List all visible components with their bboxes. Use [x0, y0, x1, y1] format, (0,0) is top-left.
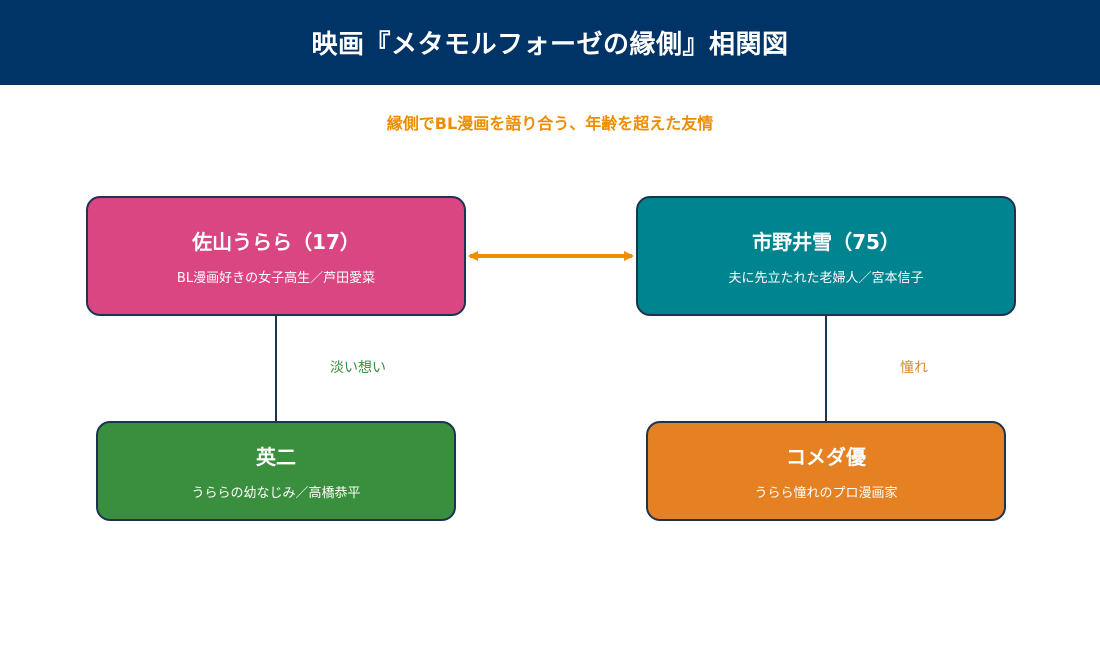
node-urara-desc: BL漫画好きの女子高生／芦田愛菜 [176, 271, 376, 286]
header-bar: 映画『メタモルフォーゼの縁側』相関図 [0, 0, 1100, 85]
node-yuki-name: 市野井雪（75） [752, 230, 900, 254]
page-title: 映画『メタモルフォーゼの縁側』相関図 [311, 30, 789, 60]
node-comeda-desc: うらら憧れのプロ漫画家 [754, 486, 898, 501]
node-yuki-desc: 夫に先立たれた老婦人／宮本信子 [728, 271, 924, 286]
node-eiji-name: 英二 [256, 445, 296, 469]
node-yuki: 市野井雪（75） 夫に先立たれた老婦人／宮本信子 [636, 196, 1016, 316]
node-eiji: 英二 うららの幼なじみ／高橋恭平 [96, 421, 456, 521]
relation-label-urara-eiji: 淡い想い [330, 360, 386, 376]
node-urara: 佐山うらら（17） BL漫画好きの女子高生／芦田愛菜 [86, 196, 466, 316]
node-comeda-name: コメダ優 [786, 445, 866, 469]
relation-label-yuki-comeda: 憧れ [900, 360, 928, 376]
subtitle: 縁側でBL漫画を語り合う、年齢を超えた友情 [386, 114, 714, 133]
node-urara-name: 佐山うらら（17） [192, 230, 360, 254]
node-eiji-desc: うららの幼なじみ／高橋恭平 [191, 486, 361, 501]
node-comeda: コメダ優 うらら憧れのプロ漫画家 [646, 421, 1006, 521]
